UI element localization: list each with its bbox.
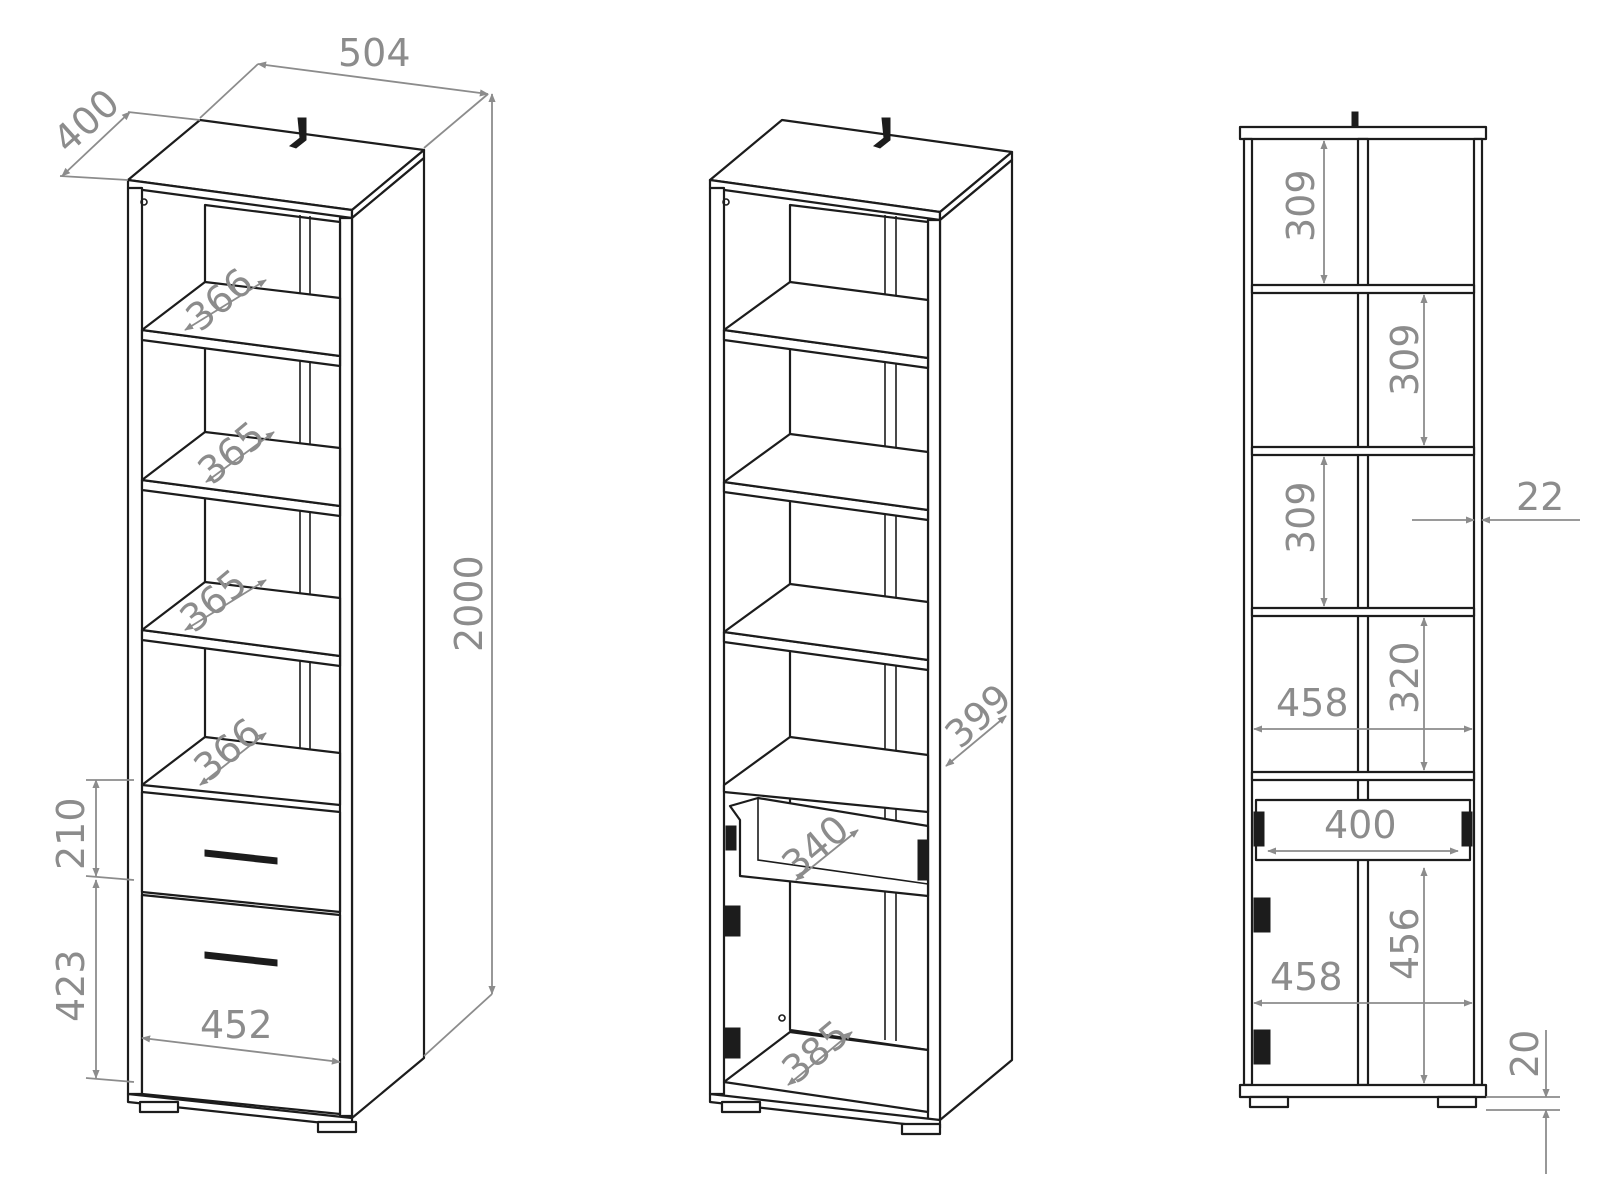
right-shelf [1250, 283, 1476, 295]
right-shelf [1250, 770, 1476, 782]
foot [316, 1120, 358, 1134]
dim-inner-width: 458 [1270, 955, 1343, 999]
drawer-handle-icon [204, 849, 278, 865]
right-dimensions: 309 309 309 320 456 22 458 400 458 20 [1253, 140, 1580, 1174]
dim-compartment: 309 [1279, 481, 1323, 554]
foot [1436, 1095, 1478, 1109]
dim-compartment: 320 [1383, 641, 1427, 714]
dim-drawer-width: 400 [1324, 803, 1397, 847]
hinge-icon [1253, 1029, 1271, 1065]
dim-drawer-height: 210 [49, 797, 93, 870]
dim-width: 504 [338, 31, 411, 75]
dim-compartment: 309 [1279, 169, 1323, 242]
dim-depth: 400 [45, 80, 128, 161]
drawer-runner-icon [1253, 811, 1265, 847]
dim-compartment: 309 [1383, 323, 1427, 396]
wall-mount-icon [1351, 111, 1359, 127]
foot [138, 1100, 180, 1114]
right-top-board [1238, 125, 1488, 141]
drawer-runner-icon [1461, 811, 1473, 847]
wall-mount-icon [872, 117, 891, 149]
foot [1248, 1095, 1290, 1109]
dim-inner-width: 458 [1276, 681, 1349, 725]
right-shelf [1250, 445, 1476, 457]
left-front-stile [126, 186, 144, 1096]
drawer-runner-icon [725, 825, 737, 851]
dim-compartment: 456 [1383, 907, 1427, 980]
drawer-runner-icon [917, 839, 929, 881]
hinge-icon [723, 905, 741, 937]
right-shelf [1250, 606, 1476, 618]
left-drawer-front-1 [140, 790, 342, 914]
hinge-icon [1253, 897, 1271, 933]
left-cabinet-view [126, 117, 426, 1134]
hinge-icon [723, 1027, 741, 1059]
middle-shelves [722, 280, 930, 814]
dim-plinth-height: 20 [1503, 1030, 1547, 1078]
foot [900, 1122, 942, 1136]
dim-door-height: 423 [49, 949, 93, 1022]
dim-inner-width: 452 [200, 1003, 273, 1047]
foot [720, 1100, 762, 1114]
wall-mount-icon [288, 117, 307, 149]
middle-side-panel [938, 158, 1014, 1122]
middle-cabinet-view [708, 117, 1014, 1136]
dim-height: 2000 [447, 555, 491, 652]
left-side-panel [350, 156, 426, 1120]
dim-board-thickness: 22 [1516, 475, 1564, 519]
drawer-handle-icon [204, 951, 278, 967]
